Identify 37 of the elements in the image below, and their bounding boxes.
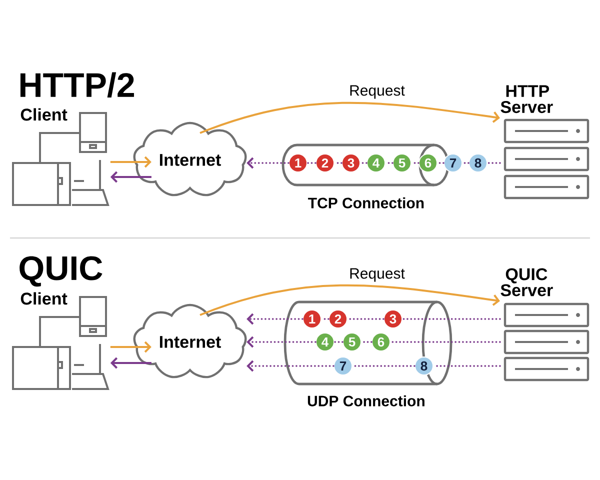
edge-label: Request [348, 84, 406, 100]
client-devices: Client [12, 108, 110, 206]
section-title: QUIC [20, 256, 102, 287]
dotted-line [360, 162, 368, 164]
cloud: Internet [133, 122, 247, 196]
server-stack: QUIC Server [500, 268, 590, 382]
dotted-line [390, 341, 501, 343]
client-devices: Client [12, 292, 110, 390]
arrow [200, 102, 500, 134]
dotted-line [334, 341, 344, 343]
section-title: HTTP/2 [20, 72, 134, 98]
dotted-line [436, 162, 444, 164]
node-label: Client [20, 108, 68, 121]
dotted-line [346, 318, 384, 320]
node-label: HTTP Server [500, 85, 553, 114]
arrow [110, 341, 152, 353]
arrow [246, 313, 304, 325]
dotted-line [402, 318, 501, 320]
node-label: QUIC Server [500, 268, 553, 296]
dotted-line [462, 162, 470, 164]
dotted-line [352, 365, 416, 367]
edge-label: Request [348, 267, 406, 283]
arrow [246, 157, 290, 169]
arrow [246, 336, 316, 348]
dotted-line [486, 162, 501, 164]
arrow [110, 156, 152, 168]
arrow [110, 357, 152, 369]
cloud: Internet [133, 304, 247, 378]
arrow [246, 360, 334, 372]
server-stack: HTTP Server [500, 85, 590, 200]
node-label: Client [20, 292, 68, 305]
node-label: UDP Connection [308, 395, 424, 406]
node-label: TCP Connection [308, 197, 424, 208]
arrow [110, 171, 152, 183]
arrow [200, 284, 500, 316]
dotted-line [306, 162, 316, 164]
dotted-line [360, 341, 372, 343]
